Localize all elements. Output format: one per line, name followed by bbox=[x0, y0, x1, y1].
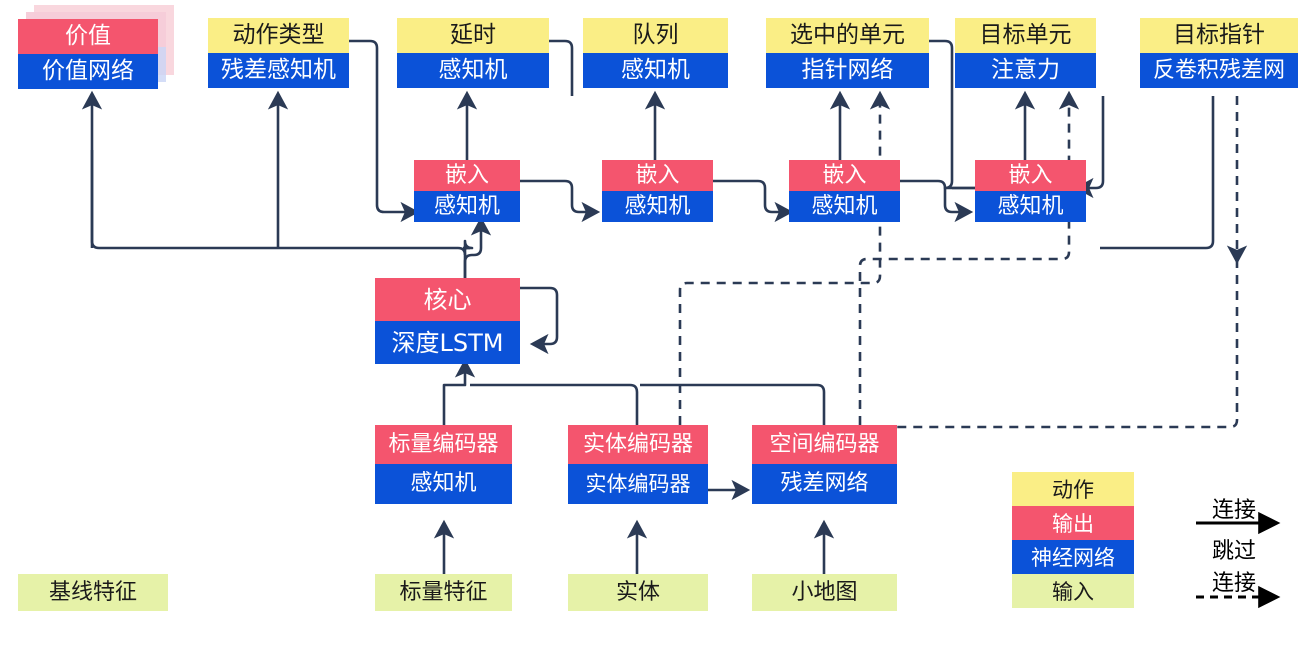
output-block-selected-units[interactable]: 选中的单元 指针网络 bbox=[766, 18, 929, 88]
output-block-value[interactable]: 价值 价值网络 bbox=[18, 19, 158, 89]
embed-head-label: 嵌入 bbox=[414, 160, 520, 191]
encoder-net-label: 感知机 bbox=[375, 464, 512, 504]
input-block-entities[interactable]: 实体 bbox=[568, 574, 708, 611]
legend-swatch-input: 输入 bbox=[1012, 574, 1134, 608]
legend-swatch-output: 输出 bbox=[1012, 506, 1134, 540]
embed-block-2[interactable]: 嵌入 感知机 bbox=[602, 160, 713, 222]
embed-head-label: 嵌入 bbox=[789, 160, 900, 191]
legend-swatches: 动作 输出 神经网络 输入 bbox=[1012, 472, 1134, 608]
output-head-label: 选中的单元 bbox=[766, 18, 929, 53]
encoder-head-label: 标量编码器 bbox=[375, 425, 512, 464]
output-head-label: 队列 bbox=[583, 18, 728, 53]
legend-skip-label-line1: 跳过 bbox=[1211, 539, 1256, 564]
encoder-net-label: 实体编码器 bbox=[568, 464, 708, 504]
encoder-block-spatial[interactable]: 空间编码器 残差网络 bbox=[752, 425, 897, 504]
output-head-label: 价值 bbox=[18, 19, 158, 54]
output-block-target-pointer[interactable]: 目标指针 反卷积残差网 bbox=[1140, 18, 1298, 88]
output-net-label: 价值网络 bbox=[18, 54, 158, 89]
output-block-action-type[interactable]: 动作类型 残差感知机 bbox=[208, 18, 349, 88]
output-net-label: 指针网络 bbox=[766, 53, 929, 88]
output-net-label: 残差感知机 bbox=[208, 53, 349, 88]
legend-swatch-network: 神经网络 bbox=[1012, 540, 1134, 574]
embed-net-label: 感知机 bbox=[789, 191, 900, 222]
input-block-baseline-features[interactable]: 基线特征 bbox=[18, 574, 168, 611]
output-head-label: 目标指针 bbox=[1140, 18, 1298, 53]
legend-skip-label-line2: 连接 bbox=[1211, 571, 1256, 596]
legend-swatch-action: 动作 bbox=[1012, 472, 1134, 506]
legend-connection-label: 连接 bbox=[1211, 498, 1256, 523]
embed-net-label: 感知机 bbox=[602, 191, 713, 222]
output-head-label: 延时 bbox=[397, 18, 549, 53]
core-block[interactable]: 核心 深度LSTM bbox=[375, 278, 520, 364]
output-net-label: 反卷积残差网 bbox=[1140, 53, 1298, 88]
output-net-label: 注意力 bbox=[955, 53, 1096, 88]
encoder-head-label: 空间编码器 bbox=[752, 425, 897, 464]
encoder-block-scalar[interactable]: 标量编码器 感知机 bbox=[375, 425, 512, 504]
encoder-block-entity[interactable]: 实体编码器 实体编码器 bbox=[568, 425, 708, 504]
input-block-minimap[interactable]: 小地图 bbox=[752, 574, 897, 611]
output-net-label: 感知机 bbox=[397, 53, 549, 88]
input-block-scalar-features[interactable]: 标量特征 bbox=[375, 574, 512, 611]
embed-net-label: 感知机 bbox=[414, 191, 520, 222]
embed-head-label: 嵌入 bbox=[975, 160, 1086, 191]
output-head-label: 动作类型 bbox=[208, 18, 349, 53]
output-block-delay[interactable]: 延时 感知机 bbox=[397, 18, 549, 88]
output-net-label: 感知机 bbox=[583, 53, 728, 88]
output-block-queue[interactable]: 队列 感知机 bbox=[583, 18, 728, 88]
embed-block-1[interactable]: 嵌入 感知机 bbox=[414, 160, 520, 222]
encoder-net-label: 残差网络 bbox=[752, 464, 897, 504]
output-head-label: 目标单元 bbox=[955, 18, 1096, 53]
encoder-head-label: 实体编码器 bbox=[568, 425, 708, 464]
core-head-label: 核心 bbox=[375, 278, 520, 321]
embed-block-4[interactable]: 嵌入 感知机 bbox=[975, 160, 1086, 222]
embed-head-label: 嵌入 bbox=[602, 160, 713, 191]
output-block-target-unit[interactable]: 目标单元 注意力 bbox=[955, 18, 1096, 88]
core-net-label: 深度LSTM bbox=[375, 321, 520, 364]
embed-net-label: 感知机 bbox=[975, 191, 1086, 222]
embed-block-3[interactable]: 嵌入 感知机 bbox=[789, 160, 900, 222]
